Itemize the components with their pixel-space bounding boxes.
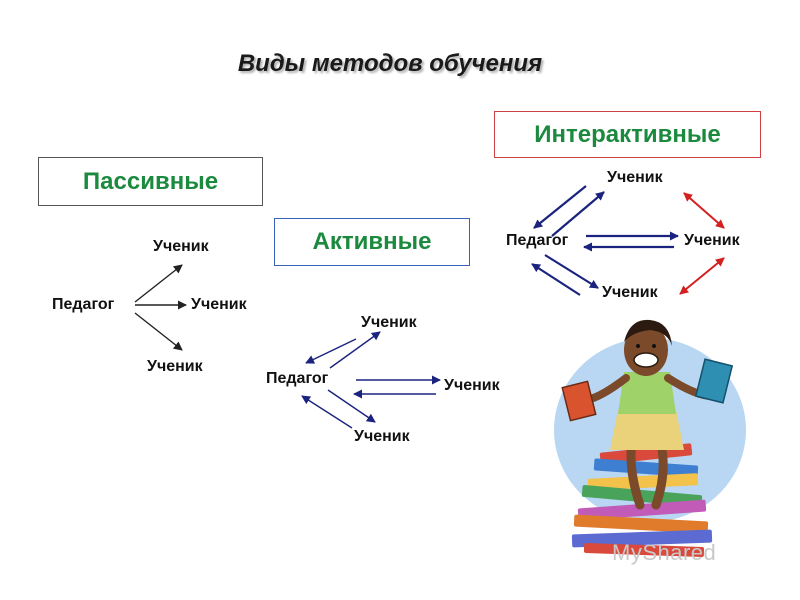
passive-student-mid-label: Ученик [191, 296, 247, 313]
interactive-methods-box: Интерактивные [494, 111, 761, 158]
active-teacher-label: Педагог [266, 370, 329, 387]
active-arrow-top-out [329, 331, 381, 369]
interactive-red-arrows [679, 192, 725, 295]
interactive-blue-arrows [531, 185, 679, 296]
interactive-student-top-label: Ученик [607, 169, 663, 186]
interactive-arrow-top-out [551, 191, 605, 237]
passive-student-bottom-label: Ученик [147, 358, 203, 375]
active-arrow-top-in [305, 338, 357, 364]
reading-girl-illustration [554, 319, 746, 558]
interactive-arrow-top-right [683, 192, 725, 229]
myshared-watermark: MyShared [612, 540, 717, 565]
interactive-student-bottom-label: Ученик [602, 284, 658, 301]
book-right [694, 358, 734, 404]
interactive-student-right-label: Ученик [684, 232, 740, 249]
passive-teacher-label: Педагог [52, 296, 115, 313]
passive-methods-box: Пассивные [38, 157, 263, 206]
book-left [561, 380, 597, 422]
interactive-arrow-bottom-out [544, 254, 599, 289]
active-arrow-bottom-in [301, 395, 353, 429]
passive-arrow-top [134, 264, 183, 303]
interactive-arrow-bottom-in [531, 263, 581, 296]
active-student-bottom-label: Ученик [354, 428, 410, 445]
passive-arrow-bottom [134, 312, 183, 351]
active-student-mid-label: Ученик [444, 377, 500, 394]
page-title: Виды методов обучения [237, 50, 543, 77]
active-methods-box: Активные [274, 218, 470, 266]
active-student-top-label: Ученик [361, 314, 417, 331]
interactive-arrow-top-in [533, 185, 587, 229]
active-arrow-bottom-out [327, 389, 376, 423]
passive-arrows [134, 264, 187, 351]
active-arrows [301, 331, 441, 429]
interactive-arrow-right-bottom [679, 257, 725, 295]
passive-student-top-label: Ученик [153, 238, 209, 255]
book-stack [571, 443, 713, 558]
